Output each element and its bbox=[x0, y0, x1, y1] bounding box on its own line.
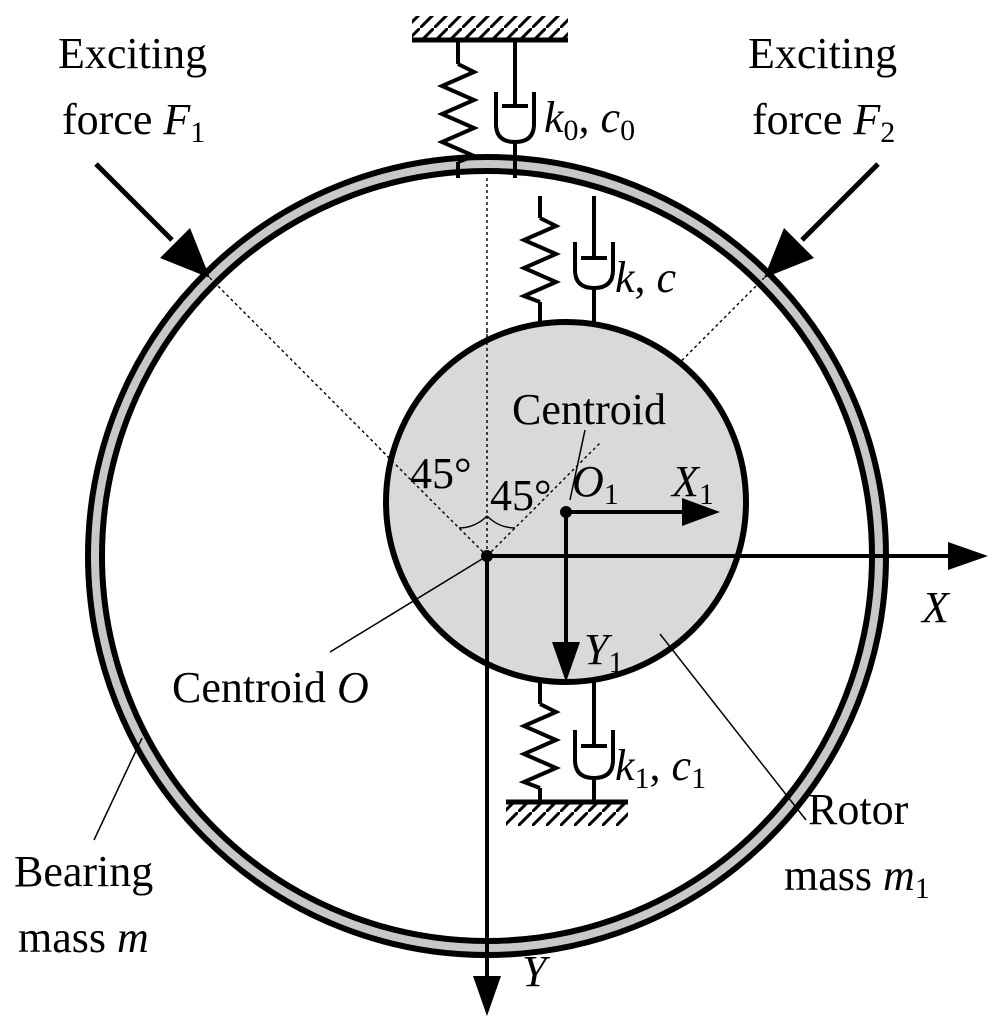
angle-label-left: 45° bbox=[410, 449, 472, 498]
bearing-label-line1: Bearing bbox=[14, 847, 153, 896]
angle-label-right: 45° bbox=[490, 471, 552, 520]
force-f1-label-line2: force F1 bbox=[62, 95, 205, 149]
y1-axis-arrow bbox=[552, 512, 580, 682]
leader-rotor bbox=[659, 633, 807, 821]
diagonal-guide-left-over bbox=[379, 448, 488, 557]
y-axis-label: Y bbox=[522, 947, 551, 996]
top-spring bbox=[437, 40, 480, 178]
force-f1-label-line1: Exciting bbox=[58, 29, 207, 78]
x-axis-label: X bbox=[920, 583, 951, 632]
x1-label: X1 bbox=[670, 457, 714, 511]
y-axis-arrow bbox=[473, 556, 501, 1016]
top-spring-label: k0, c0 bbox=[544, 93, 635, 147]
x1-axis-arrow bbox=[566, 498, 720, 526]
rotor-label-line1: Rotor bbox=[808, 785, 909, 834]
top-ground bbox=[412, 16, 568, 43]
o1-label: O1 bbox=[572, 457, 619, 511]
rotor-label-line2: mass m1 bbox=[784, 851, 930, 905]
centroid-o1-point bbox=[560, 506, 572, 518]
bottom-spring bbox=[518, 680, 561, 802]
diagonal-guide-right-over bbox=[486, 442, 601, 557]
leader-centroid-o bbox=[329, 555, 488, 653]
centroid-o-label: Centroid O bbox=[172, 663, 369, 712]
force-f2-arrow bbox=[764, 162, 880, 278]
middle-spring-label: k, c bbox=[615, 253, 677, 302]
leader-bearing bbox=[93, 737, 143, 841]
bearing-label-line2: mass m bbox=[18, 913, 149, 962]
bottom-damper bbox=[573, 680, 615, 802]
bottom-spring-label: k1, c1 bbox=[615, 741, 706, 795]
centroid-upper-label: Centroid bbox=[512, 385, 666, 434]
leader-centroid-upper bbox=[569, 429, 586, 501]
middle-spring bbox=[518, 196, 561, 324]
y1-label: Y1 bbox=[584, 625, 623, 679]
force-f2-label-line2: force F2 bbox=[752, 95, 895, 149]
bottom-ground bbox=[506, 799, 628, 826]
angle-arc-left bbox=[458, 515, 488, 529]
angle-arc-right bbox=[486, 515, 516, 529]
top-damper bbox=[494, 40, 536, 178]
force-f1-arrow bbox=[94, 162, 210, 278]
force-f2-label-line1: Exciting bbox=[748, 29, 897, 78]
middle-damper bbox=[573, 196, 615, 324]
